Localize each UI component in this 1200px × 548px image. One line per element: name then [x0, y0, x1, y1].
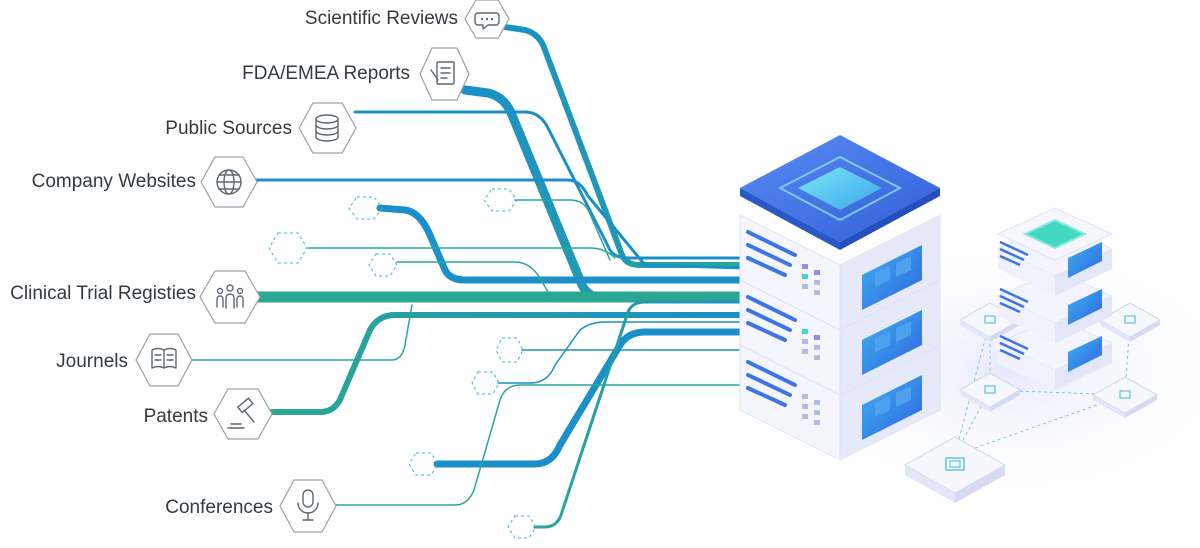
server-unit-bottom — [739, 344, 941, 461]
dashed-hexagons — [268, 188, 537, 539]
source-label: Scientific Reviews — [305, 8, 458, 29]
network-node — [958, 372, 1022, 412]
globe-icon — [216, 169, 242, 195]
small-server-chip — [1022, 218, 1088, 250]
source-label: Conferences — [165, 497, 273, 518]
small-server-stack — [996, 207, 1114, 390]
server-unit-top — [739, 214, 941, 331]
main-server-stack — [739, 135, 941, 461]
network-node — [1098, 302, 1162, 342]
source-label: Journels — [56, 351, 128, 372]
people-group-icon — [216, 284, 244, 309]
source-scientific-reviews: Scientific Reviews — [305, 0, 510, 39]
source-company-websites: Company Websites — [32, 156, 258, 208]
source-fda-emea-reports: FDA/EMEA Reports — [242, 47, 470, 101]
speech-bubble-icon — [474, 12, 500, 30]
source-label: Company Websites — [32, 171, 196, 192]
open-book-icon — [151, 347, 177, 369]
database-icon — [315, 114, 339, 142]
network-node — [1091, 376, 1159, 418]
server-lid-chip — [798, 167, 882, 210]
source-label: Clinical Trial Registies — [10, 283, 196, 304]
gavel-icon — [227, 397, 255, 429]
source-label: Public Sources — [165, 118, 292, 139]
source-label: FDA/EMEA Reports — [242, 63, 410, 84]
source-journels: Journels — [56, 333, 193, 387]
document-pen-icon — [430, 61, 455, 85]
network-node-main — [903, 436, 1007, 503]
flow-lines — [189, 24, 751, 529]
source-clinical-trial-registries: Clinical Trial Registies — [10, 270, 261, 324]
source-label: Patents — [144, 406, 208, 427]
server-unit-middle — [739, 279, 941, 396]
source-public-sources: Public Sources — [165, 102, 357, 154]
small-server-unit — [996, 317, 1114, 390]
microphone-icon — [297, 489, 319, 521]
small-server-unit — [996, 270, 1114, 343]
source-conferences: Conferences — [165, 479, 337, 533]
server-lid-frame — [777, 155, 903, 222]
source-patents: Patents — [144, 388, 273, 440]
